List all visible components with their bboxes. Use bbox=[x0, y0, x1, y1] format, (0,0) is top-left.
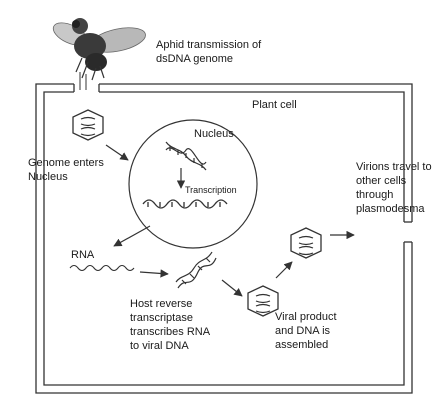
arrow-rna-to-dna bbox=[139, 269, 169, 278]
dna-helix-icon bbox=[165, 141, 207, 171]
rna-strand-icon bbox=[142, 199, 228, 209]
arrow-virion-up bbox=[275, 261, 293, 279]
arrow-dna-to-virion bbox=[221, 279, 243, 297]
label-plant-cell: Plant cell bbox=[252, 99, 297, 111]
label-virions-travel: Virions travel to other cells through pl… bbox=[356, 161, 432, 215]
rna-strand-icon bbox=[69, 264, 135, 272]
virus-particle-icon bbox=[290, 227, 322, 259]
fly-icon bbox=[52, 18, 146, 90]
label-viral-product: Viral product and DNA is assembled bbox=[275, 311, 337, 351]
plant-cell-wall bbox=[35, 83, 413, 394]
label-transcription: Transcription bbox=[185, 185, 237, 195]
arrow-genome-to-nucleus bbox=[105, 144, 129, 161]
process-arrows bbox=[105, 144, 355, 297]
virus-particle-icon bbox=[247, 285, 279, 317]
virus-particle-icon bbox=[72, 109, 104, 141]
label-genome-enters: Genome enters Nucleus bbox=[28, 157, 104, 183]
label-rna: RNA bbox=[71, 249, 95, 261]
label-reverse-transcriptase: Host reverse transcriptase transcribes R… bbox=[130, 298, 211, 352]
dna-helix-icon bbox=[175, 251, 217, 289]
label-aphid-transmission: Aphid transmission of dsDNA genome bbox=[156, 39, 262, 65]
arrow-rna-out bbox=[113, 225, 151, 247]
label-nucleus: Nucleus bbox=[194, 128, 234, 140]
nucleus-membrane bbox=[128, 119, 258, 249]
